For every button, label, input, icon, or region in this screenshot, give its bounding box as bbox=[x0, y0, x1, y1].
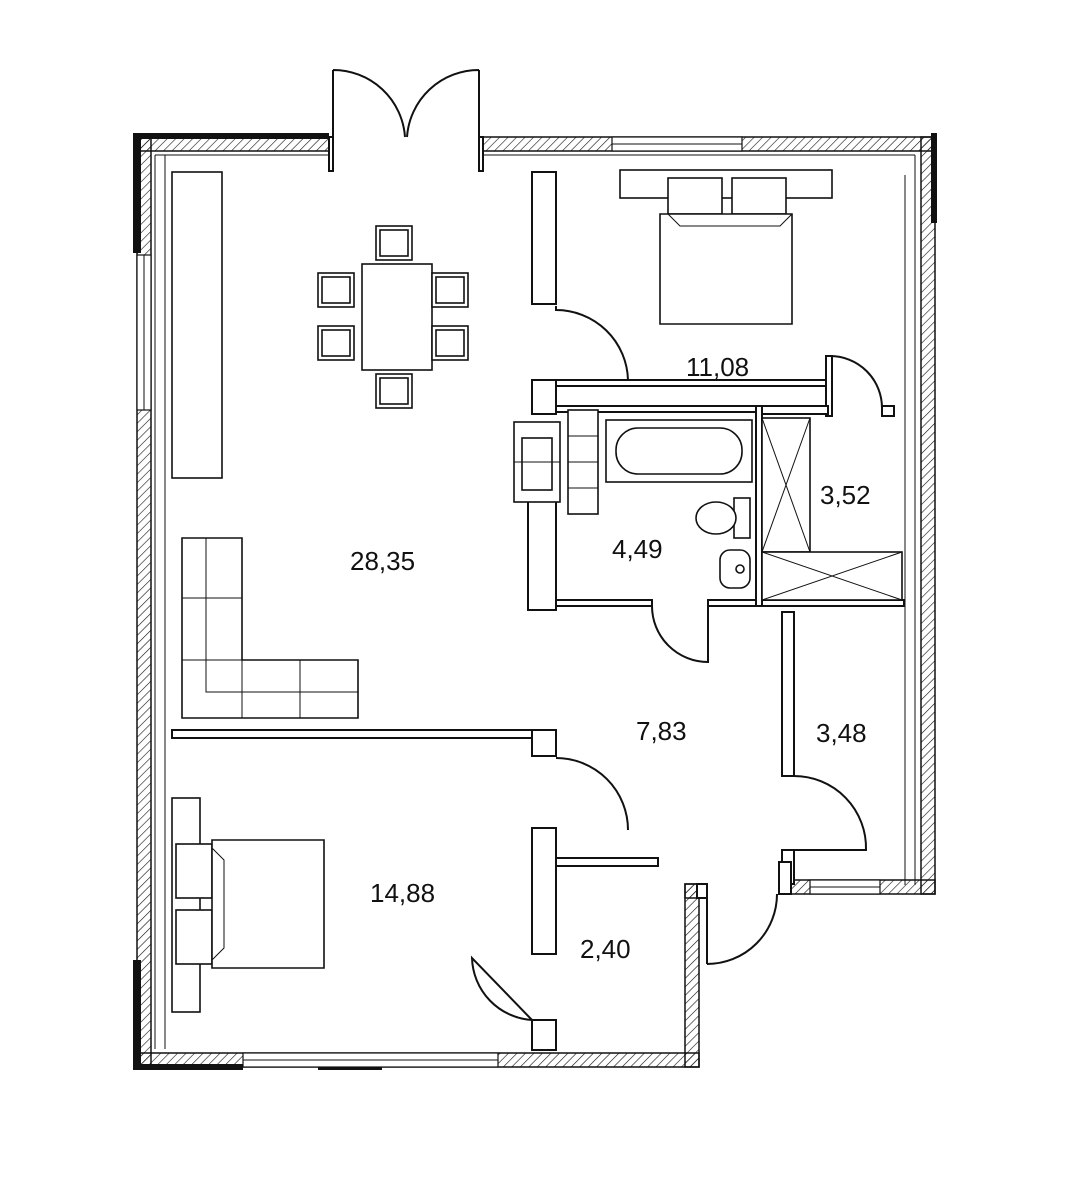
windows bbox=[136, 136, 881, 1068]
bed-2 bbox=[171, 797, 325, 1013]
area-living: 28,35 bbox=[350, 546, 415, 576]
corner-sofa bbox=[181, 537, 359, 719]
fireplace bbox=[513, 421, 561, 503]
area-bedroom-1: 11,08 bbox=[686, 352, 749, 382]
area-wardrobe-2: 3,48 bbox=[816, 718, 867, 748]
interior-doors bbox=[470, 306, 883, 1021]
wall-cabinet bbox=[171, 171, 223, 479]
toilet bbox=[695, 497, 751, 539]
bathtub bbox=[605, 419, 753, 483]
entrance-double-door bbox=[328, 68, 484, 172]
area-bedroom-2: 14,88 bbox=[370, 878, 435, 908]
inner-liner bbox=[154, 154, 916, 1049]
wardrobe-shelving bbox=[761, 417, 903, 601]
bed-1 bbox=[619, 169, 833, 325]
bath-shaft bbox=[567, 409, 599, 515]
area-bathroom: 4,49 bbox=[612, 534, 663, 564]
area-labels: 28,35 11,08 4,49 3,52 7,83 3,48 14,88 2,… bbox=[350, 352, 871, 964]
area-hallway: 7,83 bbox=[636, 716, 687, 746]
dining-set bbox=[317, 225, 469, 409]
area-wardrobe-1: 3,52 bbox=[820, 480, 871, 510]
sink bbox=[719, 549, 751, 589]
area-storage: 2,40 bbox=[580, 934, 631, 964]
